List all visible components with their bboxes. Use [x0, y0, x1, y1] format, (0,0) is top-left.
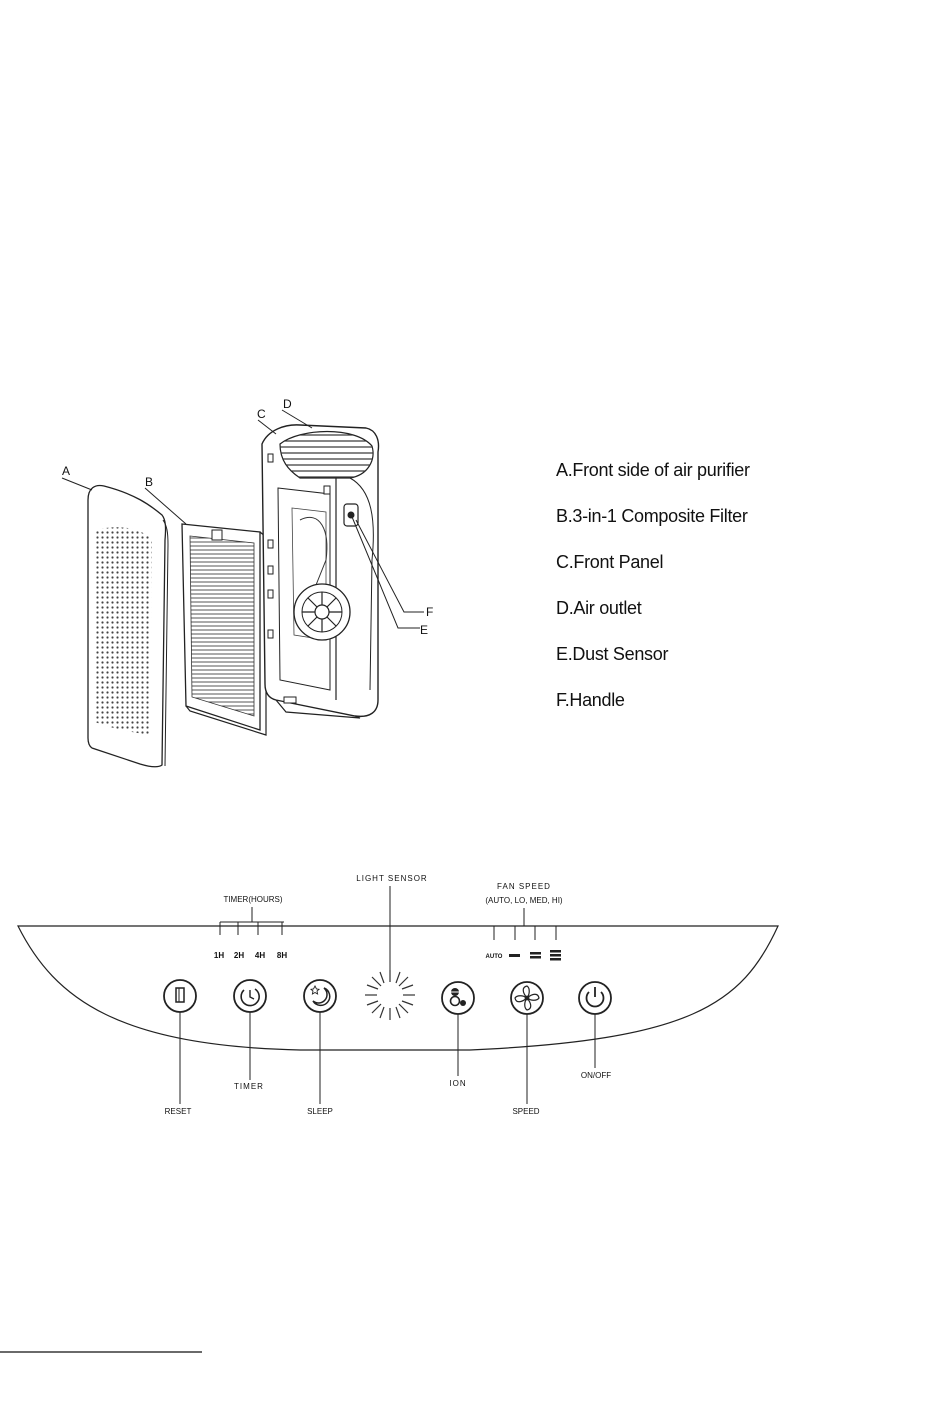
timer-option-8h: 8H — [277, 951, 287, 960]
callout-d: D — [283, 397, 292, 411]
legend-item-e: E.Dust Sensor — [556, 642, 936, 688]
legend-item-a: A.Front side of air purifier — [556, 458, 936, 504]
speed-label: SPEED — [512, 1107, 539, 1116]
legend-item-c: C.Front Panel — [556, 550, 936, 596]
sleep-label: SLEEP — [307, 1107, 333, 1116]
legend-item-f: F.Handle — [556, 688, 936, 734]
on-off-label: ON/OFF — [581, 1071, 611, 1080]
callout-f: F — [426, 605, 433, 619]
timer-option-4h: 4H — [255, 951, 265, 960]
timer-hours-title: TIMER(HOURS) — [223, 895, 282, 904]
light-sensor-title: LIGHT SENSOR — [356, 874, 427, 883]
timer-button[interactable] — [234, 980, 266, 1012]
reset-button[interactable] — [164, 980, 196, 1012]
legend-item-d: D.Air outlet — [556, 596, 936, 642]
fan-speed-title: FAN SPEED — [497, 882, 551, 891]
ion-label: ION — [449, 1079, 466, 1088]
on-off-button[interactable] — [579, 982, 611, 1014]
callout-e: E — [420, 623, 428, 637]
fan-speed-lo-icon — [509, 954, 520, 957]
sleep-button[interactable] — [304, 980, 336, 1012]
timer-option-2h: 2H — [234, 951, 244, 960]
timer-option-1h: 1H — [214, 951, 224, 960]
fan-speed-modes: (AUTO, LO, MED, HI) — [485, 896, 563, 905]
ion-button[interactable] — [442, 982, 474, 1014]
parts-legend: A.Front side of air purifier B.3-in-1 Co… — [556, 458, 936, 734]
speed-button[interactable] — [511, 982, 543, 1014]
timer-label: TIMER — [234, 1082, 264, 1091]
fan-speed-auto-label: AUTO — [486, 954, 503, 960]
reset-label: RESET — [165, 1107, 192, 1116]
callout-b: B — [145, 475, 153, 489]
control-panel-outline — [18, 926, 778, 1050]
callout-c: C — [257, 407, 266, 421]
fan-speed-hi-icon — [550, 950, 561, 961]
composite-filter-drawing — [182, 524, 266, 735]
filter-reset-icon — [176, 988, 184, 1002]
front-cover-drawing — [88, 486, 168, 767]
callout-a: A — [62, 464, 70, 478]
purifier-body-drawing — [262, 425, 385, 718]
legend-item-b: B.3-in-1 Composite Filter — [556, 504, 936, 550]
